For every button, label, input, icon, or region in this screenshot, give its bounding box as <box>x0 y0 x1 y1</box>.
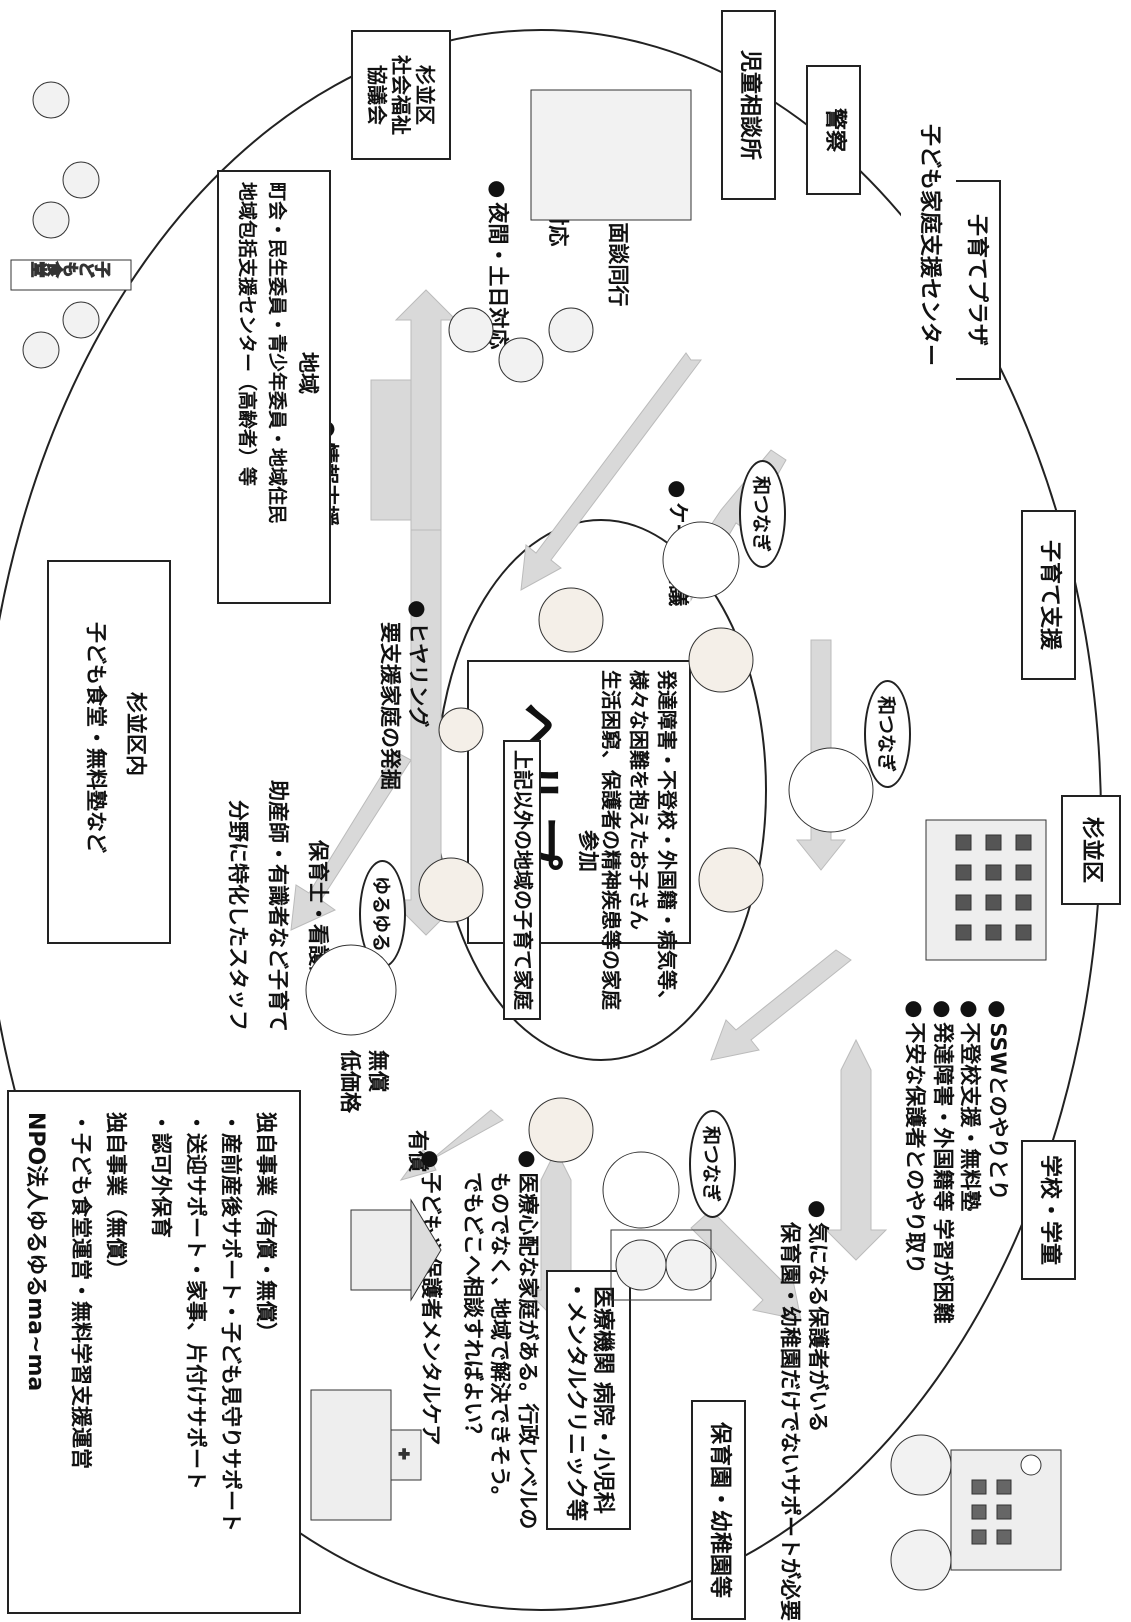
teacher-icons <box>891 1435 951 1590</box>
school-building-icon <box>951 1450 1061 1570</box>
hoikuen-staff-icon <box>611 1230 716 1300</box>
family-group-icon <box>449 90 691 382</box>
hospital-icon: ✚ <box>311 1390 421 1520</box>
kodomo-shokudo-sign-icon: 子ども食堂 <box>11 82 131 368</box>
child-face-icons <box>419 588 763 1162</box>
house-icon <box>351 1200 441 1300</box>
svg-text:✚: ✚ <box>395 1448 411 1460</box>
shokudo-sign-text: 子ども食堂 <box>31 259 111 279</box>
ward-building-icon <box>926 820 1046 960</box>
